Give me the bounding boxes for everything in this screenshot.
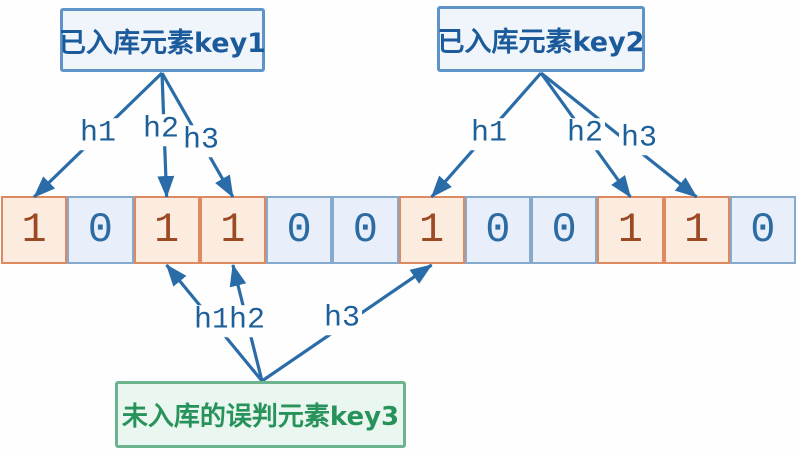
bit-cell-7: 0: [464, 196, 531, 264]
unstored-key3-box: 未入库的误判元素key3: [115, 381, 406, 448]
bit-cell-11: 0: [729, 196, 796, 264]
bit-cell-0: 1: [1, 196, 68, 264]
bit-cell-8: 0: [531, 196, 598, 264]
key1-h2-label: h2: [140, 112, 182, 147]
bit-cell-2: 1: [133, 196, 200, 264]
bit-cell-5: 0: [332, 196, 399, 264]
bit-cell-4: 0: [266, 196, 333, 264]
stored-key2-box: 已入库元素key2: [437, 6, 645, 72]
stored-key2-label: 已入库元素key2: [437, 26, 645, 58]
bit-cell-6: 1: [398, 196, 465, 264]
stored-key1-label: 已入库元素key1: [59, 27, 266, 59]
bit-array: 1 0 1 1 0 0 1 0 0 1 1 0: [1, 196, 796, 264]
bit-cell-1: 0: [67, 196, 134, 264]
unstored-key3-label: 未入库的误判元素key3: [121, 402, 400, 432]
key2-h1-label: h1: [468, 116, 510, 151]
bit-cell-9: 1: [597, 196, 664, 264]
key1-h1-label: h1: [77, 116, 119, 151]
key2-h2-label: h2: [564, 116, 606, 151]
stored-key1-box: 已入库元素key1: [59, 8, 266, 72]
bit-cell-10: 1: [663, 196, 730, 264]
key3-h2-label: h2: [226, 303, 268, 338]
key1-h3-label: h3: [180, 123, 222, 158]
bit-cell-3: 1: [199, 196, 266, 264]
key3-h3-label: h3: [321, 301, 363, 336]
key2-h3-label: h3: [618, 121, 660, 156]
